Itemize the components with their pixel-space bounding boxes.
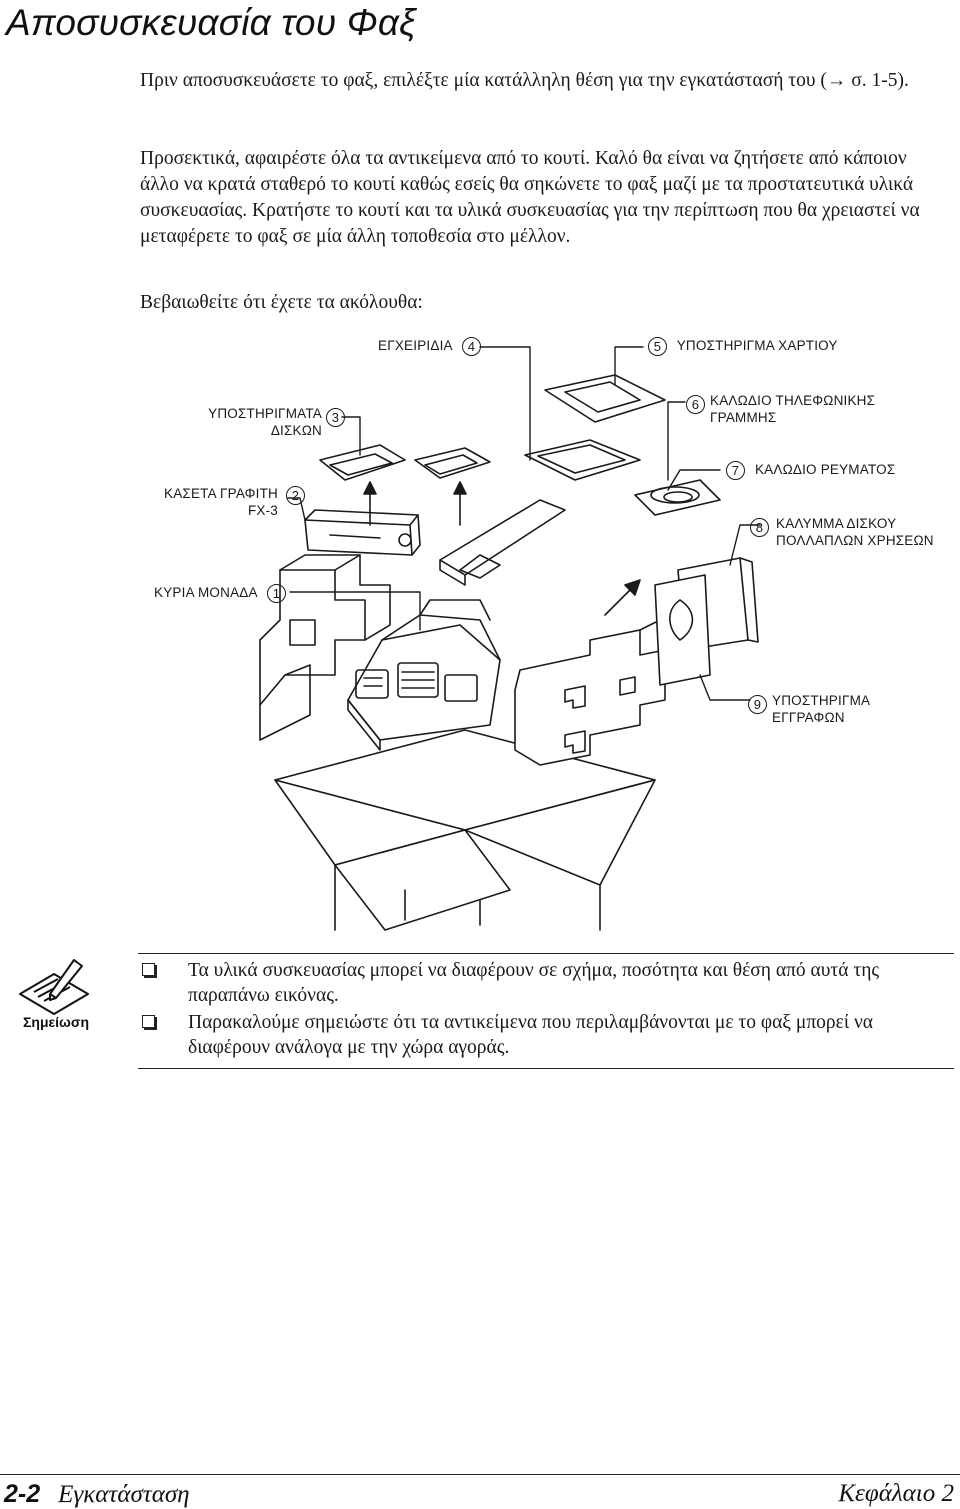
number-badge-1: 1 bbox=[266, 584, 286, 603]
left-foam-insert bbox=[259, 554, 391, 741]
label-manuals: ΕΓΧΕΙΡΙΔΙΑ 4 bbox=[378, 337, 481, 356]
leader-lines bbox=[287, 346, 761, 701]
label-phone-cable: 6 ΚΑΛΩΔΙΟ ΤΗΛΕΦΩΝΙΚΗΣ ΓΡΑΜΜΗΣ bbox=[686, 392, 875, 426]
page-title: Αποσυσκευασία του Φαξ bbox=[6, 2, 416, 43]
number-badge-9: 9 bbox=[748, 695, 767, 714]
label-tray-supports: ΥΠΟΣΤΗΡΙΓΜΑΤΑ ΔΙΣΚΩΝ bbox=[192, 405, 322, 439]
page-number: 2-2 bbox=[4, 1480, 41, 1508]
label-tray-cover: 8 ΚΑΛΥΜΜΑ ΔΙΣΚΟΥ ΠΟΛΛΑΠΛΩΝ ΧΡΗΣΕΩΝ bbox=[750, 515, 934, 549]
label-phone-cable-line2: ΓΡΑΜΜΗΣ bbox=[710, 410, 777, 425]
phone-cable-bag bbox=[634, 479, 721, 516]
note-top-rule bbox=[138, 953, 954, 954]
number-badge-4: 4 bbox=[461, 337, 481, 356]
right-foam-insert bbox=[514, 619, 666, 766]
number-badge-2: 2 bbox=[286, 486, 305, 505]
label-document-support-line1: ΥΠΟΣΤΗΡΙΓΜΑ bbox=[772, 693, 871, 708]
footer-rule bbox=[0, 1474, 960, 1475]
checkbox-bullet-icon bbox=[142, 1015, 155, 1028]
number-badge-8: 8 bbox=[750, 518, 769, 537]
manuals-bag bbox=[524, 439, 641, 481]
document-tray bbox=[439, 499, 566, 586]
footer-left: 2-2 Εγκατάσταση bbox=[4, 1480, 190, 1509]
label-document-support: 9 ΥΠΟΣΤΗΡΙΓΜΑ ΕΓΓΡΑΦΩΝ bbox=[748, 692, 870, 726]
label-manuals-text: ΕΓΧΕΙΡΙΔΙΑ bbox=[378, 338, 452, 354]
label-document-support-line2: ΕΓΓΡΑΦΩΝ bbox=[772, 710, 845, 725]
label-main-unit: ΚΥΡΙΑ ΜΟΝΑΔΑ 1 bbox=[154, 584, 286, 603]
label-phone-cable-line1: ΚΑΛΩΔΙΟ ΤΗΛΕΦΩΝΙΚΗΣ bbox=[710, 393, 876, 408]
lift-arrows bbox=[363, 481, 641, 616]
number-badge-5: 5 bbox=[648, 337, 667, 356]
label-toner-line1: ΚΑΣΕΤΑ ΓΡΑΦΙΤΗ bbox=[164, 486, 278, 501]
label-tray-supports-line1: ΥΠΟΣΤΗΡΙΓΜΑΤΑ bbox=[208, 406, 322, 421]
paper-support-bag bbox=[544, 374, 666, 423]
toner-cartridge bbox=[304, 509, 421, 556]
unpacking-diagram: ΕΓΧΕΙΡΙΔΙΑ 4 5 ΥΠΟΣΤΗΡΙΓΜΑ ΧΑΡΤΙΟΥ ΥΠΟΣΤ… bbox=[120, 330, 960, 940]
label-power-cable: 7 ΚΑΛΩΔΙΟ ΡΕΥΜΑΤΟΣ bbox=[726, 461, 895, 480]
label-toner-cartridge: ΚΑΣΕΤΑ ΓΡΑΦΙΤΗ FX-3 bbox=[138, 485, 278, 519]
label-power-cable-text: ΚΑΛΩΔΙΟ ΡΕΥΜΑΤΟΣ bbox=[754, 462, 896, 478]
note-label: Σημείωση bbox=[22, 1014, 89, 1030]
note-item-text: Παρακαλούμε σημειώστε ότι τα αντικείμενα… bbox=[188, 1012, 874, 1058]
label-toner-line2: FX-3 bbox=[247, 503, 278, 518]
fax-main-unit bbox=[347, 599, 501, 751]
section-name: Εγκατάσταση bbox=[58, 1481, 190, 1508]
intro-paragraph-3: Βεβαιωθείτε ότι έχετε τα ακόλουθα: bbox=[140, 292, 423, 313]
pencil-note-icon bbox=[19, 959, 89, 1015]
tray-supports bbox=[319, 444, 491, 481]
label-paper-support-text: ΥΠΟΣΤΗΡΙΓΜΑ ΧΑΡΤΙΟΥ bbox=[676, 338, 838, 354]
document-support-bag bbox=[654, 574, 711, 686]
note-item-text: Τα υλικά συσκευασίας μπορεί να διαφέρουν… bbox=[188, 960, 880, 1006]
label-tray-supports-line2: ΔΙΣΚΩΝ bbox=[270, 423, 322, 438]
label-tray-cover-line2: ΠΟΛΛΑΠΛΩΝ ΧΡΗΣΕΩΝ bbox=[776, 533, 934, 548]
checkbox-bullet-icon bbox=[142, 963, 155, 976]
label-paper-support: 5 ΥΠΟΣΤΗΡΙΓΜΑ ΧΑΡΤΙΟΥ bbox=[648, 337, 838, 356]
label-main-unit-text: ΚΥΡΙΑ ΜΟΝΑΔΑ bbox=[154, 585, 257, 601]
intro-paragraph-2: Προσεκτικά, αφαιρέστε όλα τα αντικείμενα… bbox=[140, 148, 920, 247]
box-illustration bbox=[274, 729, 656, 931]
chapter-name: Κεφάλαιο 2 bbox=[838, 1480, 954, 1507]
label-tray-cover-line1: ΚΑΛΥΜΜΑ ΔΙΣΚΟΥ bbox=[776, 516, 897, 531]
number-badge-3: 3 bbox=[326, 408, 345, 427]
note-bottom-rule bbox=[138, 1068, 954, 1069]
number-badge-6: 6 bbox=[686, 395, 705, 414]
unpacking-illustration bbox=[259, 346, 761, 931]
intro-paragraph-1: Πριν αποσυσκευάσετε το φαξ, επιλέξτε μία… bbox=[140, 70, 909, 91]
number-badge-7: 7 bbox=[726, 461, 745, 480]
